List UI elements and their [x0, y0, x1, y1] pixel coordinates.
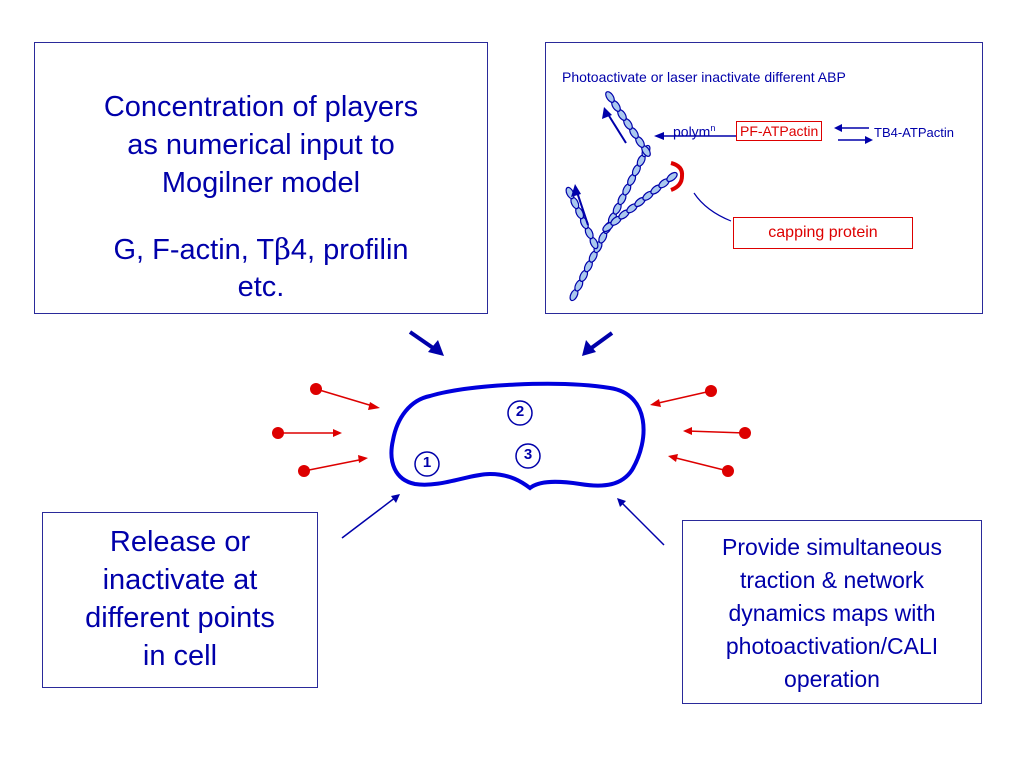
actin-filament-branch-lower: [602, 171, 678, 233]
release-line-4: in cell: [142, 640, 218, 672]
maps-line-5: operation: [784, 666, 880, 692]
growth-arrow-upper: [605, 110, 627, 144]
photoactivation-title: Photoactivate or laser inactivate differ…: [562, 69, 846, 85]
point-2-circle: [507, 400, 533, 426]
growth-arrow-lower-head: [571, 184, 581, 197]
arrow-from-release-box: [341, 496, 397, 539]
capping-pointer-line: [693, 192, 732, 222]
maps-line-1: Provide simultaneous: [722, 534, 942, 560]
capping-protein-shape: [670, 161, 685, 192]
release-line-3: different points: [85, 602, 275, 634]
release-text: Release or inactivate at different point…: [43, 523, 317, 675]
photoactivation-box: Photoactivate or laser inactivate differ…: [545, 42, 983, 314]
model-input-line-2: as numerical input to: [127, 129, 395, 161]
growth-arrow-upper-head: [602, 107, 612, 119]
release-line-1: Release or: [109, 526, 251, 558]
polym-text: polym: [673, 123, 711, 140]
actin-network-diagram: [565, 91, 873, 302]
point-2-label: 2: [515, 403, 525, 420]
polym-label: polymn: [673, 123, 715, 140]
maps-line-4: photoactivation/CALI: [725, 633, 939, 659]
growth-arrow-lower: [575, 188, 589, 226]
release-line-2: inactivate at: [102, 564, 258, 596]
maps-text: Provide simultaneous traction & network …: [683, 531, 981, 696]
cell-outline: [389, 381, 646, 491]
point-3-circle: [515, 443, 541, 469]
players-list-prefix: G, F-actin, T: [113, 234, 275, 266]
arrow-from-model-box: [408, 330, 438, 352]
traction-maps-box: Provide simultaneous traction & network …: [682, 520, 982, 704]
polym-arrow-head: [654, 132, 664, 140]
actin-filament-branch-left: [565, 186, 599, 250]
model-input-line-5: etc.: [237, 271, 285, 303]
capping-protein-label: capping protein: [733, 217, 913, 249]
arrow-from-maps-box: [620, 501, 665, 546]
model-input-line-1: Concentration of players: [103, 91, 419, 123]
model-input-box: Concentration of players as numerical in…: [34, 42, 488, 314]
arrow-from-photoactivation-box: [588, 331, 614, 351]
beta-symbol: β: [274, 232, 291, 266]
release-inactivate-box: Release or inactivate at different point…: [42, 512, 318, 688]
actin-filament-branch-upper: [605, 91, 651, 157]
model-input-line-4: G, F-actin, Tβ4, profilin: [35, 231, 487, 268]
actin-monomer: [605, 91, 615, 103]
maps-line-3: dynamics maps with: [728, 600, 936, 626]
actin-filament-main: [569, 144, 651, 302]
maps-line-2: traction & network: [739, 567, 925, 593]
tb4-atpactin-label: TB4-ATPactin: [874, 125, 954, 140]
point-3-label: 3: [523, 446, 533, 463]
pf-atpactin-label: PF-ATPactin: [736, 121, 823, 141]
polym-superscript: n: [710, 123, 716, 133]
players-list-suffix: 4, profilin: [290, 234, 409, 266]
actin-monomer: [666, 171, 678, 183]
model-input-line-3: Mogilner model: [161, 167, 361, 199]
point-1-circle: [414, 451, 440, 477]
point-1-label: 1: [422, 454, 432, 471]
